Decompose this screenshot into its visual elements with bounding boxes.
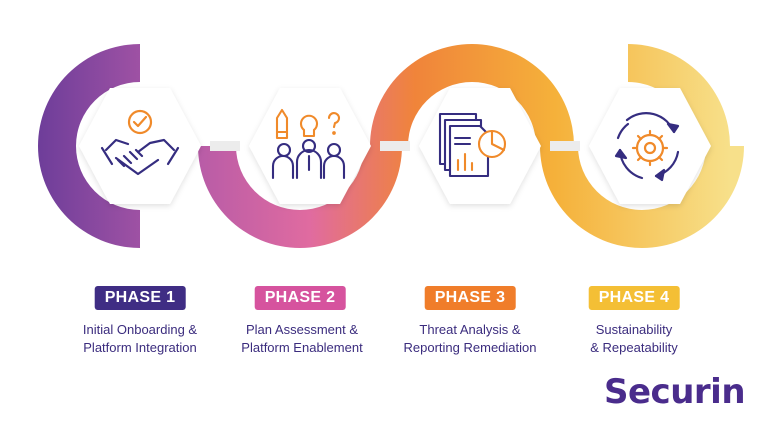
phase-4-desc-line2: & Repeatability (590, 340, 678, 355)
ribbon-loop-1 (38, 44, 140, 248)
phase-3-desc-line1: Threat Analysis & (419, 322, 521, 337)
phase-3-desc-line2: Reporting Remediation (403, 340, 537, 355)
securin-logo: Securin (604, 372, 746, 412)
hexagon-1 (79, 88, 201, 204)
hexagon-4 (589, 88, 711, 204)
ribbon-loop-3 (370, 44, 574, 146)
phase-1-badge: PHASE 1 (94, 286, 186, 310)
phase-4-badge: PHASE 4 (588, 286, 680, 310)
hexagon-2 (249, 88, 371, 204)
ribbon-loop-2 (198, 146, 402, 248)
phase-3-badge: PHASE 3 (424, 286, 516, 310)
ribbon-loop-4 (540, 146, 744, 248)
phase-2-desc-line2: Platform Enablement (241, 340, 363, 355)
cycle-gear-icon (614, 112, 680, 182)
phase-2-badge: PHASE 2 (254, 286, 346, 310)
phase-1-desc-line2: Platform Integration (83, 340, 197, 355)
phase-1-description: Initial Onboarding & Platform Integratio… (55, 321, 225, 357)
team-ideas-icon (271, 108, 346, 180)
phase-4-desc-line1: Sustainability (595, 322, 673, 337)
phase-4-description: Sustainability & Repeatability (549, 321, 719, 357)
reports-icon (438, 112, 507, 178)
phase-2-desc-line1: Plan Assessment & (246, 322, 358, 337)
handshake-icon (100, 109, 180, 176)
phase-1-desc-line1: Initial Onboarding & (82, 322, 198, 337)
ribbon (38, 44, 744, 248)
phase-3-description: Threat Analysis & Reporting Remediation (385, 321, 555, 357)
phase-2-description: Plan Assessment & Platform Enablement (217, 321, 387, 357)
connectors (210, 141, 580, 151)
